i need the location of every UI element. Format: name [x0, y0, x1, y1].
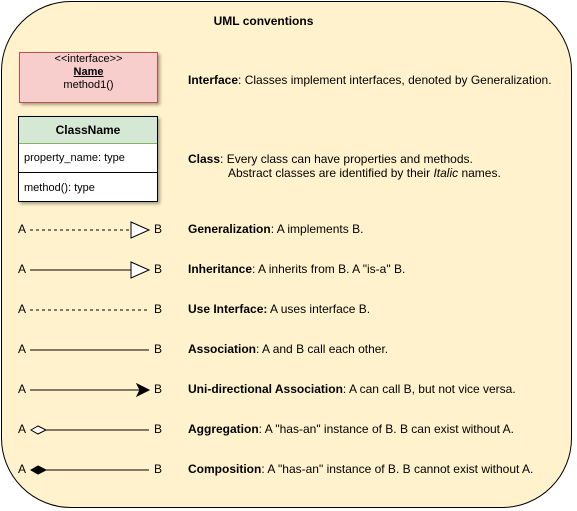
composition-label-a: A	[18, 462, 27, 476]
generalization-term-sep: :	[270, 222, 275, 236]
interface-term-sep: :	[238, 73, 242, 87]
class-description-line2: Abstract classes are identified by their…	[228, 166, 501, 180]
uni-association-label-b: B	[154, 382, 163, 396]
generalization-label-a: A	[18, 222, 27, 236]
interface-name: Name	[73, 66, 104, 78]
use-interface-term: Use Interface:	[188, 302, 268, 316]
aggregation-label-a: A	[18, 422, 27, 436]
association-text: A and B call each other.	[259, 342, 389, 356]
composition-text: A "has-an" instance of B. B cannot exist…	[264, 462, 534, 476]
class-name: ClassName	[19, 117, 157, 144]
composition-term-sep: :	[261, 462, 265, 476]
interface-box: <<interface>> Name method1()	[19, 52, 158, 103]
uni-association-label-a: A	[18, 382, 27, 396]
use-interface-label-a: A	[18, 302, 27, 316]
interface-term: Interface	[188, 73, 239, 87]
class-text2-italic: Italic	[433, 166, 459, 180]
aggregation-diamond	[29, 425, 48, 435]
uni-association-arrowhead	[135, 382, 151, 398]
uni-association-term: Uni-directional Association	[188, 382, 343, 396]
aggregation-label-b: B	[154, 422, 163, 436]
class-box: ClassName property_name: type method(): …	[18, 116, 158, 202]
class-description: Class: Every class can have properties a…	[188, 152, 473, 166]
association-description: Association: A and B call each other.	[188, 342, 388, 356]
uni-association-term-sep: :	[342, 382, 347, 396]
aggregation-description: Aggregation: A "has-an" instance of B. B…	[188, 422, 514, 436]
uni-association-text: A can call B, but not vice versa.	[346, 382, 516, 396]
class-property: property_name: type	[19, 144, 157, 173]
use-interface-description: Use Interface: A uses interface B.	[188, 302, 370, 316]
inheritance-description: Inheritance: A inherits from B. A "is-a"…	[188, 262, 405, 276]
association-label-a: A	[18, 342, 27, 356]
composition-label-b: B	[154, 462, 163, 476]
generalization-label-b: B	[154, 222, 163, 236]
composition-description: Composition: A "has-an" instance of B. B…	[188, 462, 533, 476]
composition-diamond	[29, 465, 48, 475]
class-text2-a: Abstract classes are identified by their	[228, 166, 434, 180]
generalization-description: Generalization: A implements B.	[188, 222, 363, 236]
class-method: method(): type	[24, 182, 95, 194]
inheritance-label-a: A	[18, 262, 27, 276]
inheritance-arrowhead	[130, 261, 151, 279]
association-label-b: B	[154, 342, 163, 356]
inheritance-text: A inherits from B. A "is-a" B.	[255, 262, 406, 276]
uni-association-description: Uni-directional Association: A can call …	[188, 382, 516, 396]
diagram-title: UML conventions	[213, 14, 314, 28]
generalization-text: A implements B.	[274, 222, 364, 236]
association-term-sep: :	[256, 342, 260, 356]
use-interface-text: A uses interface B.	[267, 302, 371, 316]
generalization-term: Generalization	[188, 222, 271, 236]
composition-term: Composition	[188, 462, 262, 476]
class-term-sep: :	[220, 152, 224, 166]
class-text: Every class can have properties and meth…	[223, 152, 473, 166]
inheritance-term-sep: :	[252, 262, 256, 276]
interface-description: Interface: Classes implement interfaces,…	[188, 73, 552, 87]
class-term: Class	[188, 152, 221, 166]
aggregation-term: Aggregation	[188, 422, 259, 436]
interface-stereotype: <<interface>>	[54, 53, 123, 65]
association-term: Association	[188, 342, 257, 356]
use-interface-label-b: B	[154, 302, 163, 316]
aggregation-term-sep: :	[258, 422, 263, 436]
aggregation-text: A "has-an" instance of B. B can exist wi…	[262, 422, 515, 436]
class-text2-c: names.	[458, 166, 501, 180]
generalization-arrowhead	[130, 221, 151, 239]
inheritance-term: Inheritance	[188, 262, 253, 276]
interface-method: method1()	[63, 79, 114, 91]
inheritance-label-b: B	[154, 262, 163, 276]
interface-text: Classes implement interfaces, denoted by…	[241, 73, 552, 87]
